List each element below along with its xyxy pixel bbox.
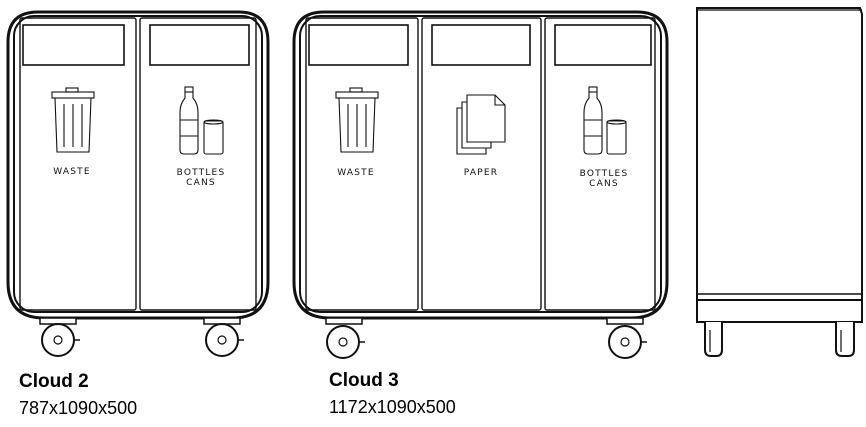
side-view-bin <box>696 7 863 323</box>
cloud-2-bin <box>6 10 270 320</box>
paper-stack-icon <box>456 94 506 155</box>
product-dimensions: 787x1090x500 <box>19 398 138 418</box>
compartment-label: BOTTLES <box>580 169 629 179</box>
trash-can-icon <box>51 87 95 153</box>
cloud-3-caption: Cloud 3 1172x1090x500 <box>329 370 456 418</box>
side-view-wheels <box>704 322 855 357</box>
compartment-label: WASTE <box>53 167 90 177</box>
bottle-can-icon <box>179 86 224 155</box>
product-dimensions: 1172x1090x500 <box>329 397 456 417</box>
compartment-label: WASTE <box>337 168 374 178</box>
compartment-label: CANS <box>186 178 216 188</box>
compartment-label: BOTTLES <box>177 168 226 178</box>
cloud-2-caption: Cloud 2 787x1090x500 <box>19 371 137 419</box>
cloud-3-bin <box>292 10 669 320</box>
cloud-2-wheels <box>39 317 244 357</box>
product-name: Cloud 3 <box>329 370 399 391</box>
compartment-label: PAPER <box>464 168 498 178</box>
cloud-3-wheels <box>325 317 647 359</box>
trash-can-icon <box>335 87 379 153</box>
compartment-label: CANS <box>589 179 619 189</box>
product-name: Cloud 2 <box>19 371 89 392</box>
bottle-can-icon <box>583 86 627 155</box>
